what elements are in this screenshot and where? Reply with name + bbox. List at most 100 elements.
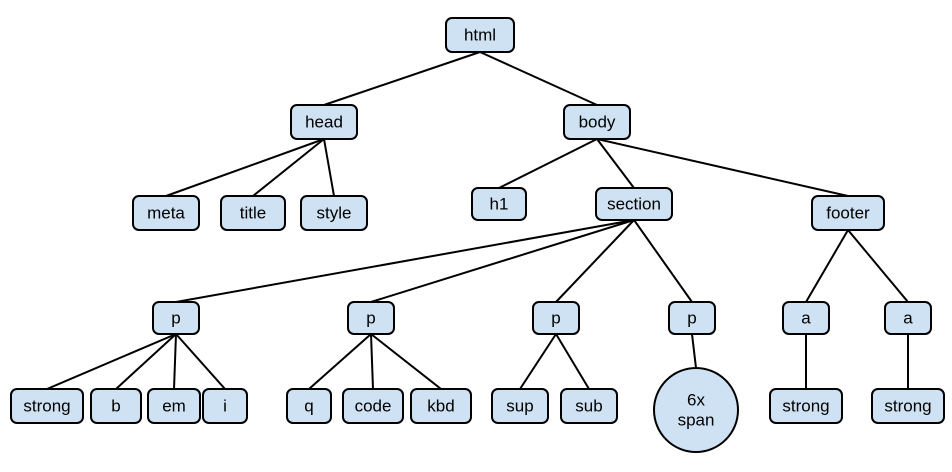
node-q-label: q [304,397,313,416]
edge-p1-i [175,333,226,390]
node-code: code [342,388,404,424]
edge-body-footer [596,138,849,197]
node-section-shape [595,187,673,221]
node-head-shape [290,104,358,140]
node-a2-label: a [903,309,913,328]
node-body-shape [563,104,631,140]
node-strong2-label: strong [782,397,829,416]
node-em-shape [147,388,201,424]
edge-p1-b [115,333,177,390]
node-head-label: head [305,113,343,132]
edge-head-style [323,138,335,197]
edge-p1-em [173,333,177,390]
node-code-shape [342,388,404,424]
node-strong2-shape [769,388,843,424]
node-body: body [563,104,631,140]
node-p4-shape [668,301,716,335]
node-p3-shape [532,301,580,335]
node-a2-shape [884,301,932,335]
edge-p3-sup [519,333,557,390]
node-b: b [90,388,142,424]
node-h1-shape [471,187,527,221]
edge-section-p1 [175,219,635,303]
edge-p2-q [308,333,372,390]
node-sup-shape [491,388,549,424]
node-kbd-label: kbd [427,397,454,416]
node-body-label: body [579,113,616,132]
node-strong3: strong [871,388,945,424]
node-code-label: code [355,397,392,416]
node-footer-label: footer [826,204,870,223]
node-h1: h1 [471,187,527,221]
node-a1-label: a [801,309,811,328]
node-p1-label: p [171,309,180,328]
node-h1-label: h1 [490,195,509,214]
node-style-shape [300,195,368,231]
node-span-label-2: span [678,411,715,430]
node-strong3-label: strong [884,397,931,416]
edge-body-section [596,138,635,189]
nodes-layer: html head body meta title style h1 section foote… [10,17,945,453]
node-sub: sub [560,388,618,424]
edge-footer-a1 [805,229,849,303]
node-strong1: strong [10,388,84,424]
edge-head-title [252,138,325,197]
edge-footer-a2 [847,229,909,303]
edge-p3-sub [555,333,590,390]
node-span-label-1: 6x [687,391,705,410]
node-i-shape [202,388,248,424]
edge-html-head [323,51,481,106]
node-em: em [147,388,201,424]
node-strong1-shape [10,388,84,424]
node-b-label: b [111,397,120,416]
node-i-label: i [223,397,227,416]
edge-body-h1 [498,138,598,189]
node-html-shape [445,17,515,53]
node-sub-shape [560,388,618,424]
node-p1-shape [152,301,200,335]
node-section-label: section [607,195,661,214]
node-strong2: strong [769,388,843,424]
node-style-label: style [317,204,352,223]
node-strong3-shape [871,388,945,424]
node-span-shape [653,367,739,453]
node-title-label: title [240,204,266,223]
edges-layer [46,51,909,390]
node-sup: sup [491,388,549,424]
node-p4-label: p [687,309,696,328]
edge-p1-strong1 [46,333,177,390]
node-html: html [445,17,515,53]
node-a1: a [782,301,830,335]
node-p1: p [152,301,200,335]
edge-section-p4 [633,219,693,303]
node-em-label: em [162,397,186,416]
edge-p2-code [370,333,374,390]
node-footer: footer [811,195,885,231]
node-footer-shape [811,195,885,231]
node-sup-label: sup [506,397,533,416]
node-p4: p [668,301,716,335]
node-kbd-shape [410,388,472,424]
node-a2: a [884,301,932,335]
node-title-shape [220,195,286,231]
edge-head-meta [165,138,325,197]
node-section: section [595,187,673,221]
node-title: title [220,195,286,231]
node-b-shape [90,388,142,424]
node-head: head [290,104,358,140]
node-strong1-label: strong [23,397,70,416]
node-q: q [286,388,332,424]
edge-html-body [479,51,598,106]
node-p2-label: p [366,309,375,328]
node-meta-shape [132,195,200,231]
node-sub-label: sub [575,397,602,416]
node-meta: meta [132,195,200,231]
node-q-shape [286,388,332,424]
edge-section-p3 [555,219,635,303]
node-p3-label: p [551,309,560,328]
node-kbd: kbd [410,388,472,424]
node-style: style [300,195,368,231]
